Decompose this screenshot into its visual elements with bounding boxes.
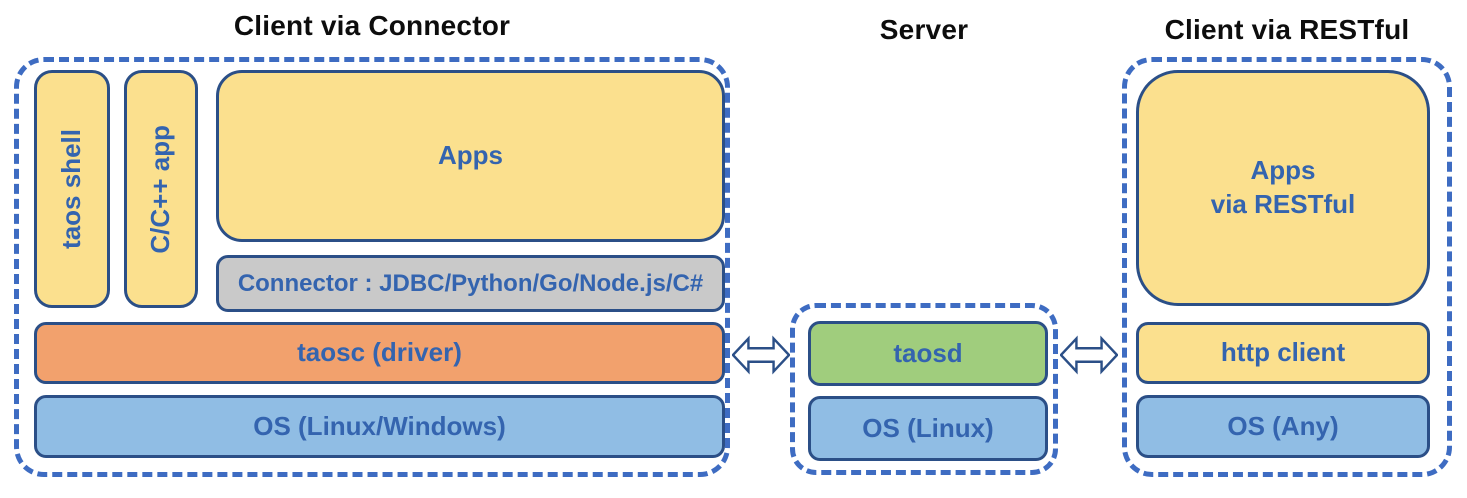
- apps-label: Apps: [438, 140, 503, 171]
- c-cpp-app-box: C/C++ app: [124, 70, 198, 308]
- section-title-client-via-restful: Client via RESTful: [1164, 14, 1410, 45]
- http-client-box: http client: [1136, 322, 1430, 384]
- double-arrow-icon: [1060, 333, 1118, 377]
- taos-shell-label: taos shell: [56, 129, 87, 249]
- os-linux-windows-label: OS (Linux/Windows): [253, 410, 506, 441]
- os-any-label: OS (Any): [1227, 410, 1339, 441]
- apps-box: Apps: [216, 70, 725, 242]
- taos-shell-box: taos shell: [34, 70, 110, 308]
- taosc-driver-label: taosc (driver): [297, 337, 462, 368]
- c-cpp-app-label: C/C++ app: [145, 124, 176, 254]
- apps-via-restful-label: Apps via RESTful: [1210, 155, 1356, 219]
- os-any-box: OS (Any): [1136, 395, 1430, 458]
- apps-via-restful-box: Apps via RESTful: [1136, 70, 1430, 306]
- os-linux-windows-box: OS (Linux/Windows): [34, 395, 725, 458]
- http-client-label: http client: [1220, 337, 1346, 368]
- double-arrow-icon: [732, 333, 790, 377]
- server-group: [790, 303, 1058, 475]
- connector-box: Connector : JDBC/Python/Go/Node.js/C#: [216, 255, 725, 312]
- os-linux-box: OS (Linux): [808, 396, 1048, 461]
- taosd-label: taosd: [893, 337, 963, 368]
- taosc-driver-box: taosc (driver): [34, 322, 725, 384]
- os-linux-label: OS (Linux): [862, 412, 994, 443]
- client-via-connector-group: [14, 57, 730, 477]
- section-title-client-via-connector: Client via Connector: [233, 10, 511, 41]
- taosd-box: taosd: [808, 321, 1048, 386]
- connector-label: Connector : JDBC/Python/Go/Node.js/C#: [237, 269, 704, 297]
- section-title-server: Server: [879, 14, 969, 45]
- client-via-restful-group: [1122, 57, 1452, 477]
